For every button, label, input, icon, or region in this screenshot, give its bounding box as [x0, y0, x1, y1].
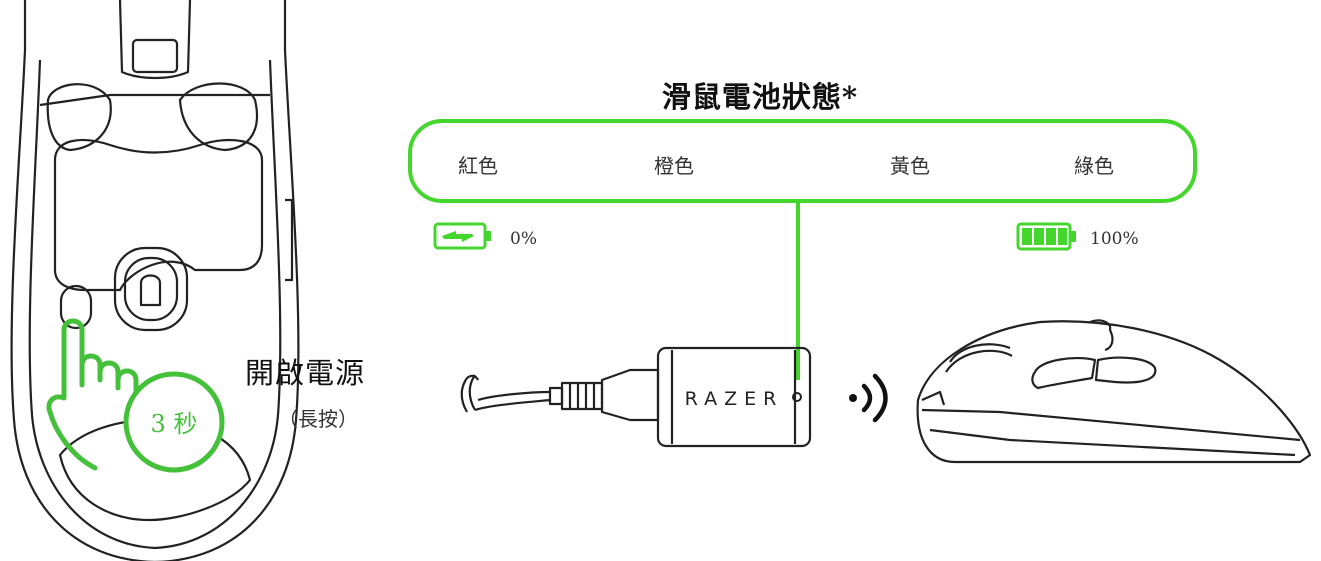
color-label-yellow: 黃色	[890, 154, 930, 178]
power-on-label: 開啟電源	[245, 356, 366, 390]
press-duration-badge: 3 秒	[150, 410, 198, 438]
battery-empty-icon	[433, 222, 491, 250]
battery-full-icon	[1016, 222, 1076, 251]
finger-press-icon	[46, 318, 139, 471]
duration-badge-circle	[123, 371, 225, 473]
power-on-hint: （長按）	[278, 407, 358, 431]
color-label-red: 紅色	[458, 154, 498, 178]
color-label-orange: 橙色	[654, 154, 694, 178]
battery-status-frame	[408, 119, 1197, 380]
usb-dongle	[460, 346, 812, 448]
battery-status-title: 滑鼠電池狀態*	[661, 80, 859, 114]
mouse-side-outline	[916, 319, 1312, 464]
wireless-signal-icon	[849, 373, 888, 423]
battery-empty-label: 0%	[510, 229, 537, 249]
battery-full-label: 100%	[1090, 229, 1139, 249]
color-label-green: 綠色	[1074, 154, 1114, 178]
mouse-bottom-outline	[10, 0, 300, 561]
